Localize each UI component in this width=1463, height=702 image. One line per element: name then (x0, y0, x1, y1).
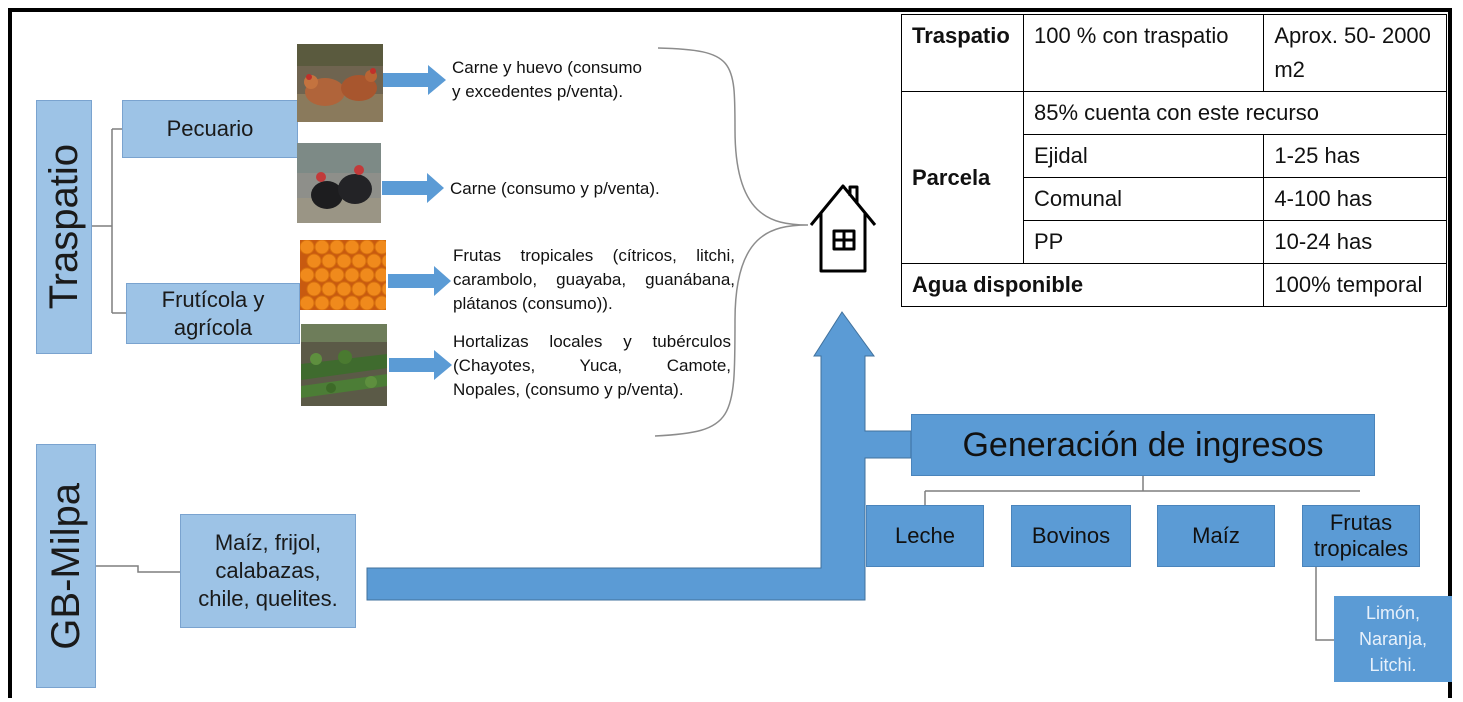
frutas-detail-box: Limón, Naranja, Litchi. (1334, 596, 1452, 682)
arrow-2 (382, 173, 444, 203)
arrow-3 (388, 266, 451, 296)
agua-header: Agua disponible (900, 263, 1265, 307)
product-desc-2: Carne (consumo y p/venta). (450, 179, 660, 198)
agua-value: 100% temporal (1263, 263, 1447, 307)
milpa-crops-label: Maíz, frijol, calabazas, chile, quelites… (198, 530, 338, 611)
traspatio-header: Traspatio (901, 14, 1024, 92)
product-desc-1: Carne y huevo (consumo y excedentes p/ve… (452, 58, 642, 101)
ingreso-item-leche: Leche (866, 505, 984, 567)
traspatio-area: Aprox. 50- 2000 m2 (1263, 14, 1447, 92)
fruticola-box: Frutícola y agrícola (126, 283, 300, 344)
table-row: Agua disponible 100% temporal (900, 263, 1447, 307)
fruticola-label: Frutícola y agrícola (161, 286, 265, 340)
milpa-label: GB-Milpa (43, 482, 88, 650)
arrow-1 (383, 65, 446, 95)
table-row: Parcela 85% cuenta con este recurso (901, 91, 1448, 264)
table-row: Comunal 4-100 has (902, 177, 1447, 221)
product-desc-4: Hortalizas locales y tubérculos (Chayote… (453, 332, 731, 399)
parcela-type: Comunal (1022, 177, 1265, 221)
ingresos-title: Generación de ingresos (962, 425, 1324, 464)
oranges-photo (300, 240, 386, 310)
traspatio-label-box: Traspatio (36, 100, 92, 354)
pecuario-box: Pecuario (122, 100, 298, 158)
vegetable-garden-photo (301, 324, 387, 406)
parcela-header: Parcela (901, 91, 1024, 264)
brace (654, 47, 809, 437)
ingreso-item-maiz: Maíz (1157, 505, 1275, 567)
parcela-note: 85% cuenta con este recurso (1022, 91, 1448, 135)
parcela-size: 1-25 has (1263, 134, 1447, 178)
product-desc-3: Frutas tropicales (cítricos, litchi, car… (453, 246, 735, 313)
ingresos-title-box: Generación de ingresos (911, 414, 1375, 476)
parcela-size: 4-100 has (1263, 177, 1447, 221)
parcela-type: PP (1022, 220, 1265, 264)
ingreso-item-frutas: Frutas tropicales (1302, 505, 1420, 567)
frutas-detail: Limón, Naranja, Litchi. (1358, 603, 1428, 675)
table-row: PP 10-24 has (902, 220, 1447, 264)
ingreso-item-bovinos: Bovinos (1011, 505, 1131, 567)
arrow-4 (389, 350, 452, 380)
info-table: Traspatio 100 % con traspatio Aprox. 50-… (900, 14, 1448, 307)
house-icon (809, 184, 877, 273)
milpa-crops-box: Maíz, frijol, calabazas, chile, quelites… (180, 514, 356, 628)
traspatio-label: Traspatio (41, 144, 86, 310)
table-row: Traspatio 100 % con traspatio Aprox. 50-… (901, 14, 1447, 92)
parcela-type: Ejidal (1022, 134, 1265, 178)
chickens-photo (297, 44, 383, 122)
milpa-label-box: GB-Milpa (36, 444, 96, 688)
pecuario-label: Pecuario (166, 116, 254, 141)
big-arrow (366, 311, 912, 601)
turkeys-photo (297, 143, 381, 223)
diagram-frame (8, 8, 1452, 698)
traspatio-value: 100 % con traspatio (1022, 14, 1265, 92)
parcela-size: 10-24 has (1263, 220, 1447, 264)
